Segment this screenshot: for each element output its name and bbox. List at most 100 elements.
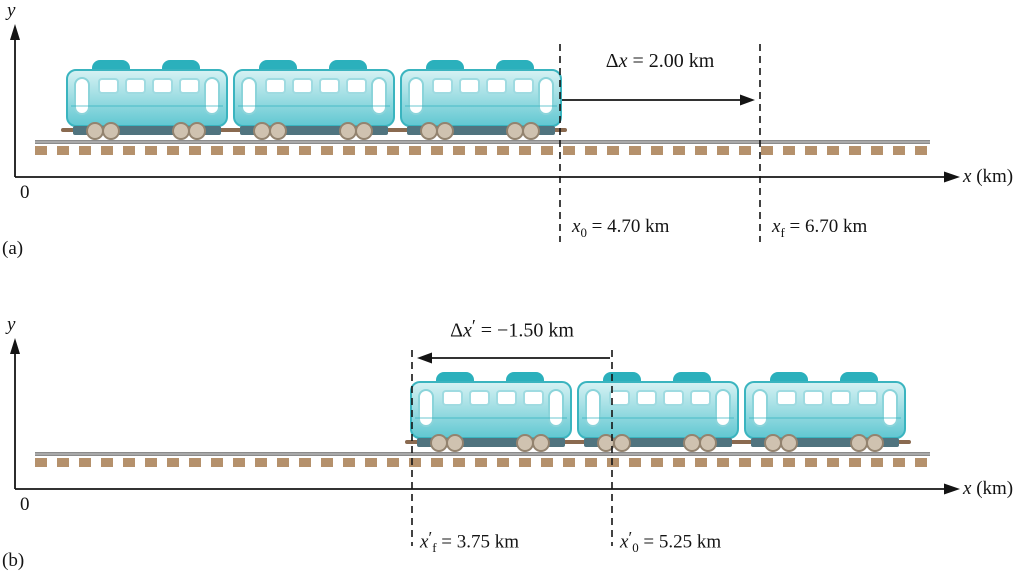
train-car [66, 60, 228, 142]
rail [35, 452, 930, 456]
panel-b-caption: (b) [2, 550, 24, 572]
y-var: y [7, 314, 16, 335]
car-wheel [522, 122, 540, 140]
car-window [803, 390, 824, 406]
origin-zero: 0 [20, 494, 30, 515]
car-roof-vent [673, 372, 711, 383]
car-wheel [102, 122, 120, 140]
car-wheel [436, 122, 454, 140]
xf-subscript: f [780, 224, 785, 240]
x-axis-arrowhead-icon [944, 483, 960, 495]
car-roof-vent [329, 60, 367, 71]
car-window [265, 78, 286, 94]
origin-label: 0 [20, 182, 30, 204]
car-wheel [532, 434, 550, 452]
car-end-window [882, 389, 898, 427]
delta-symbol: Δ [450, 319, 463, 342]
displacement-arrowhead-icon [740, 94, 755, 106]
car-window [857, 390, 878, 406]
car-roof-vent [162, 60, 200, 71]
car-window [469, 390, 490, 406]
car-window [152, 78, 173, 94]
car-chassis [584, 438, 732, 447]
car-chassis [417, 438, 565, 447]
car-body [410, 381, 572, 439]
car-roof-vent [770, 372, 808, 383]
train [405, 372, 911, 454]
panel-a: y x (km) 0 Δx = 2.00 km x0 = 4.70 km xf … [2, 0, 1013, 259]
car-body-line [582, 417, 734, 419]
car-window [486, 78, 507, 94]
x0-value: = 5.25 km [638, 531, 722, 553]
car-end-window [585, 389, 601, 427]
x-var: x [963, 478, 972, 499]
car-window [830, 390, 851, 406]
displacement-label: Δx = 2.00 km [560, 50, 760, 73]
car-roof-vent [436, 372, 474, 383]
car-window [179, 78, 200, 94]
car-window [125, 78, 146, 94]
train-car [577, 372, 739, 454]
car-body-line [749, 417, 901, 419]
y-axis-arrowhead-icon [10, 338, 20, 354]
car-roof-vent [840, 372, 878, 383]
car-wheel [866, 434, 884, 452]
car-window [319, 78, 340, 94]
car-end-window [548, 389, 564, 427]
car-window [776, 390, 797, 406]
x0-value: = 4.70 km [586, 216, 670, 237]
car-window [609, 390, 630, 406]
xf-subscript: f [432, 540, 437, 556]
train-car [410, 372, 572, 454]
train-car [744, 372, 906, 454]
car-roof-vent [603, 372, 641, 383]
car-body-line [415, 417, 567, 419]
prime-symbol: ′ [471, 316, 476, 336]
car-end-window [408, 77, 424, 115]
railroad-track [35, 452, 930, 468]
xf-var: x [420, 531, 429, 553]
delta-symbol: Δ [605, 50, 619, 72]
displacement-value: = 2.00 km [627, 50, 715, 72]
car-chassis [73, 126, 221, 135]
car-window [513, 78, 534, 94]
displacement-var: x [618, 50, 628, 72]
car-wheel [699, 434, 717, 452]
car-body-line [71, 105, 223, 107]
displacement-arrowhead-icon [417, 352, 432, 364]
car-window [636, 390, 657, 406]
car-end-window [204, 77, 220, 115]
car-end-window [241, 77, 257, 115]
car-window [98, 78, 119, 94]
car-window [690, 390, 711, 406]
prime-symbol: ′ [428, 528, 433, 547]
xf-value: = 3.75 km [436, 531, 519, 553]
car-window [432, 78, 453, 94]
car-wheel [446, 434, 464, 452]
x0-prime-position-label: x′0 = 5.25 km [620, 528, 721, 556]
car-roof-vent [426, 60, 464, 71]
car-window [292, 78, 313, 94]
railroad-ties [35, 146, 930, 155]
car-chassis [240, 126, 388, 135]
car-body-line [238, 105, 390, 107]
car-body [400, 69, 562, 127]
xf-prime-position-label: x′f = 3.75 km [420, 528, 519, 556]
car-window [496, 390, 517, 406]
y-axis-label: y [7, 314, 15, 336]
car-chassis [407, 126, 555, 135]
x0-var: x [620, 531, 629, 553]
car-end-window [418, 389, 434, 427]
train-car [233, 60, 395, 142]
x-axis-arrowhead-icon [944, 171, 960, 183]
origin-label: 0 [20, 494, 30, 516]
rail [35, 140, 930, 144]
car-window [442, 390, 463, 406]
displacement-label: Δx′ = −1.50 km [412, 316, 612, 343]
caption-b-text: (b) [2, 550, 25, 571]
y-axis-arrowhead-icon [10, 24, 20, 40]
y-var: y [7, 0, 16, 21]
xf-var: x [772, 216, 781, 237]
car-body [744, 381, 906, 439]
prime-symbol: ′ [628, 528, 633, 547]
